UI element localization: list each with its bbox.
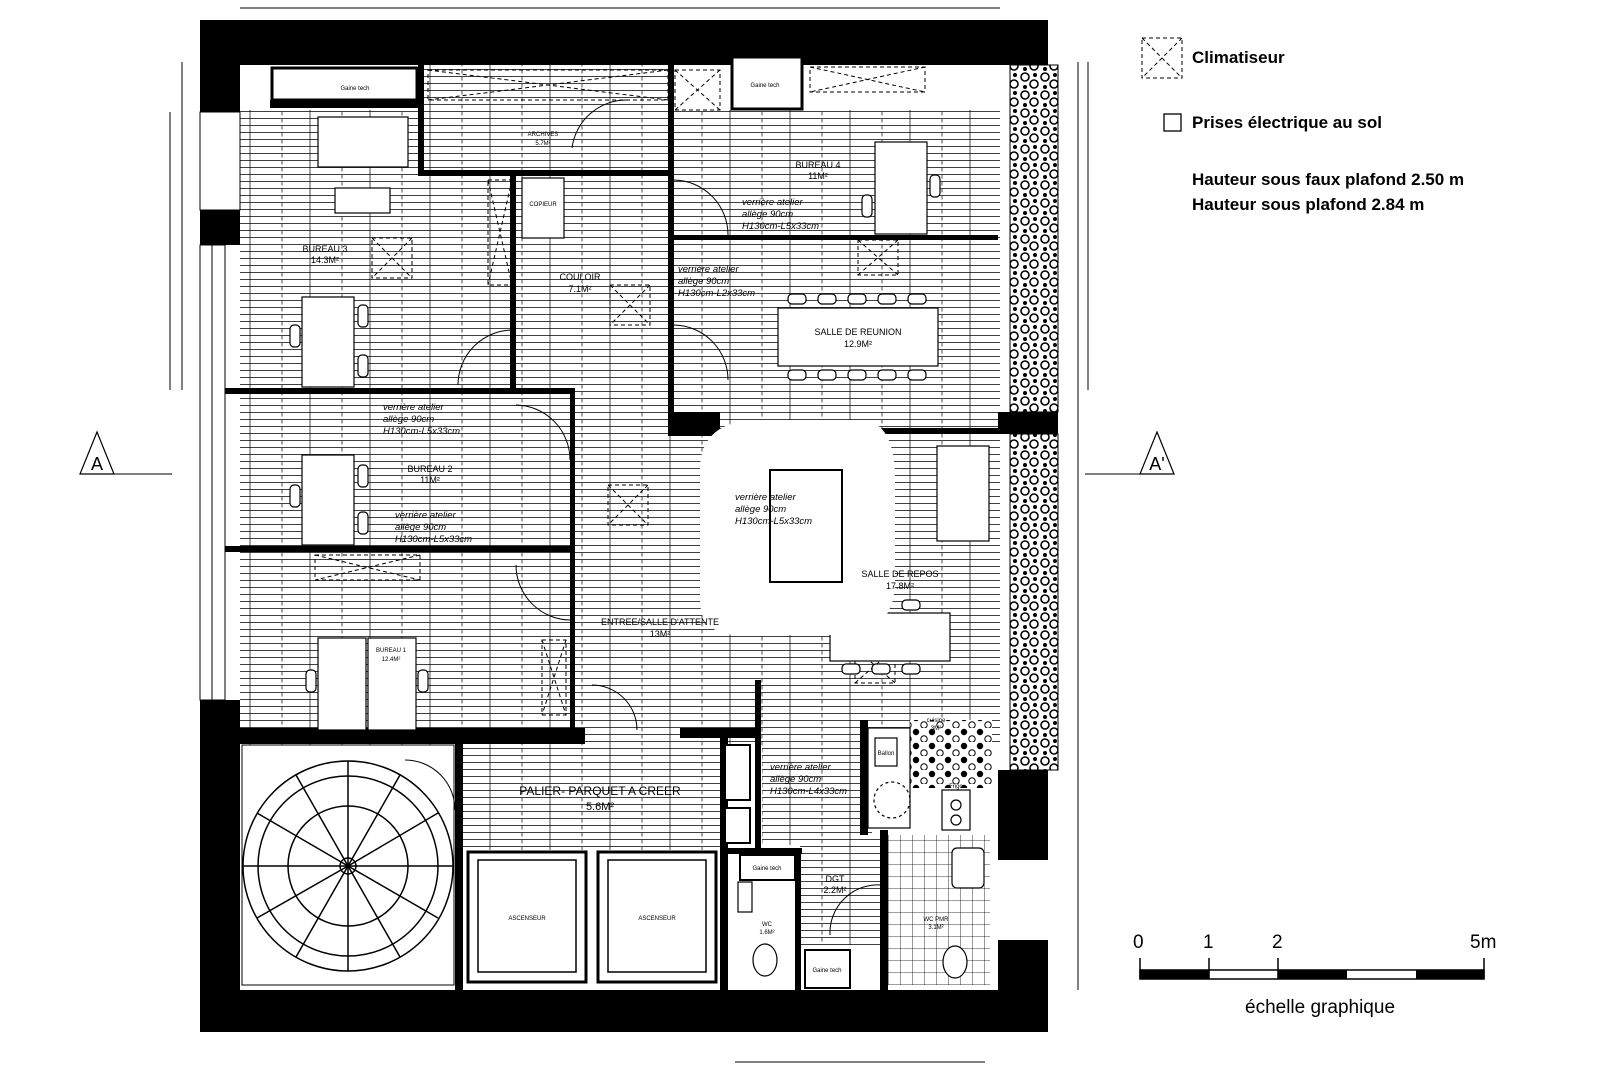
room-area-bureau2: 11M² [420, 475, 440, 485]
green-wall [1009, 64, 1059, 771]
room-area-wc: 1.6M² [759, 930, 774, 936]
legend-prises-label: Prises électrique au sol [1192, 113, 1382, 132]
verriere-note-1: verrière atelier allège 90cm H130cm-L5x3… [742, 197, 819, 232]
room-name-couloir: COULOIR [559, 272, 601, 282]
room-area-reunion: 12.9M² [844, 339, 872, 349]
door-swings [404, 99, 883, 936]
room-area-cuisine: 3M² [931, 726, 941, 732]
frigo-label: Frigo [949, 784, 963, 790]
room-area-wc-pmr: 3.1M² [928, 925, 943, 931]
room-name-bureau3: BUREAU 3 [302, 244, 347, 254]
kitchen [867, 727, 971, 831]
svg-text:verrière atelier: verrière atelier [770, 762, 832, 773]
room-name-bureau1: BUREAU 1 [376, 648, 407, 654]
floor-socket-icon [1163, 113, 1182, 132]
elevator-label-1: ASCENSEUR [508, 916, 546, 922]
room-area-entree: 13M² [650, 629, 671, 639]
elevator-label-2: ASCENSEUR [638, 916, 676, 922]
svg-text:allège 90cm: allège 90cm [678, 276, 729, 287]
verriere-note-2: verrière atelier allège 90cm H130cm-L2x3… [678, 264, 755, 299]
verriere-note-3: verrière atelier allège 90cm H130cm-L5x3… [383, 402, 460, 437]
gaine-tech-label-2: Gaine tech [750, 83, 779, 89]
climatiseur-icon [1141, 37, 1183, 79]
copieur-label: COPIEUR [529, 202, 557, 208]
scale-tick-1: 1 [1203, 932, 1214, 953]
furniture [289, 116, 990, 731]
climatiseur-units [314, 66, 926, 716]
ceiling-height: Hauteur sous plafond 2.84 m [1192, 195, 1425, 214]
room-name-wc-pmr: WC PMR [924, 917, 950, 923]
obscuring-mask [700, 420, 895, 635]
legend-prises: Prises électrique au sol [1162, 112, 1382, 134]
gaine-tech-label-3: Gaine tech [752, 866, 781, 872]
section-marker-left: A [79, 430, 172, 475]
left-windows [199, 111, 241, 701]
svg-text:H130cm-L5x33cm: H130cm-L5x33cm [735, 516, 812, 527]
svg-text:verrière atelier: verrière atelier [742, 197, 804, 208]
verriere-note-5: verrière atelier allège 90cm H130cm-L5x3… [735, 492, 812, 527]
room-name-palier: PALIER- PARQUET A CREER [519, 784, 681, 798]
room-name-reunion: SALLE DE REUNION [814, 327, 901, 337]
gaine-tech-label-1: Gaine tech [340, 86, 369, 92]
section-label-right: A' [1149, 454, 1164, 474]
room-area-dgt: 2.2M² [823, 885, 846, 895]
dimension-lines [169, 7, 1089, 1063]
svg-text:allège 90cm: allège 90cm [770, 774, 821, 785]
verriere-note-6: verrière atelier allège 90cm H130cm-L4x3… [770, 762, 847, 797]
svg-text:H130cm-L5x33cm: H130cm-L5x33cm [395, 534, 472, 545]
scale-bar [1139, 958, 1485, 980]
svg-text:H130cm-L5x33cm: H130cm-L5x33cm [383, 426, 460, 437]
outer-walls [200, 20, 1058, 1032]
svg-text:allège 90cm: allège 90cm [383, 414, 434, 425]
room-area-bureau1: 12.4M² [382, 657, 401, 663]
room-area-palier: 5.6M² [586, 801, 614, 813]
room-area-bureau3: 14.3M² [311, 255, 339, 265]
room-name-bureau4: BUREAU 4 [795, 160, 840, 170]
room-name-dgt: DGT [826, 874, 846, 884]
svg-text:allège 90cm: allège 90cm [742, 209, 793, 220]
room-name-cuisine: cuisine [927, 718, 946, 724]
room-name-repos: SALLE DE REPOS [861, 569, 938, 579]
room-labels: BUREAU 3 14.3M² BUREAU 2 11M² BUREAU 1 1… [302, 132, 949, 936]
gaine-tech-boxes [270, 55, 851, 989]
scale-tick-5m: 5m [1470, 932, 1497, 953]
gaine-tech-label-4: Gaine tech [812, 968, 841, 974]
room-area-bureau4: 11M² [808, 171, 828, 181]
svg-text:H130cm-L2x33cm: H130cm-L2x33cm [678, 288, 755, 299]
svg-text:verrière atelier: verrière atelier [383, 402, 445, 413]
room-name-archives: ARCHIVES [528, 132, 559, 138]
verriere-note-4: verrière atelier allège 90cm H130cm-L5x3… [395, 510, 472, 545]
ballon-label: Ballon [878, 751, 895, 757]
elevators [466, 850, 718, 984]
svg-text:allège 90cm: allège 90cm [735, 504, 786, 515]
svg-text:verrière atelier: verrière atelier [678, 264, 740, 275]
room-name-entree: ENTREE/SALLE D'ATTENTE [601, 617, 719, 627]
legend-climatiseur: Climatiseur [1140, 36, 1285, 80]
scale-tick-2: 2 [1272, 932, 1283, 953]
scale-tick-0: 0 [1133, 932, 1144, 953]
svg-text:verrière atelier: verrière atelier [395, 510, 457, 521]
room-area-repos: 17.8M² [886, 581, 914, 591]
ceiling-height-suspended: Hauteur sous faux plafond 2.50 m [1192, 170, 1465, 189]
scale-caption: échelle graphique [1245, 997, 1396, 1018]
verriere-notes: verrière atelier allège 90cm H130cm-L5x3… [383, 197, 847, 797]
room-name-wc: WC [762, 922, 773, 928]
section-label-left: A [91, 454, 103, 474]
svg-text:allège 90cm: allège 90cm [395, 522, 446, 533]
room-area-archives: 5.7M² [535, 141, 550, 147]
section-marker-right: A' [1085, 430, 1175, 475]
spiral-staircase [241, 744, 455, 986]
svg-text:H130cm-L4x33cm: H130cm-L4x33cm [770, 786, 847, 797]
fixture-labels: ASCENSEUR ASCENSEUR Gaine tech Gaine tec… [340, 83, 963, 974]
room-name-bureau2: BUREAU 2 [407, 464, 452, 474]
legend-climatiseur-label: Climatiseur [1192, 48, 1285, 67]
room-area-couloir: 7.1M² [568, 284, 591, 294]
svg-text:H130cm-L5x33cm: H130cm-L5x33cm [742, 221, 819, 232]
sanitary [737, 847, 985, 979]
svg-text:verrière atelier: verrière atelier [735, 492, 797, 503]
